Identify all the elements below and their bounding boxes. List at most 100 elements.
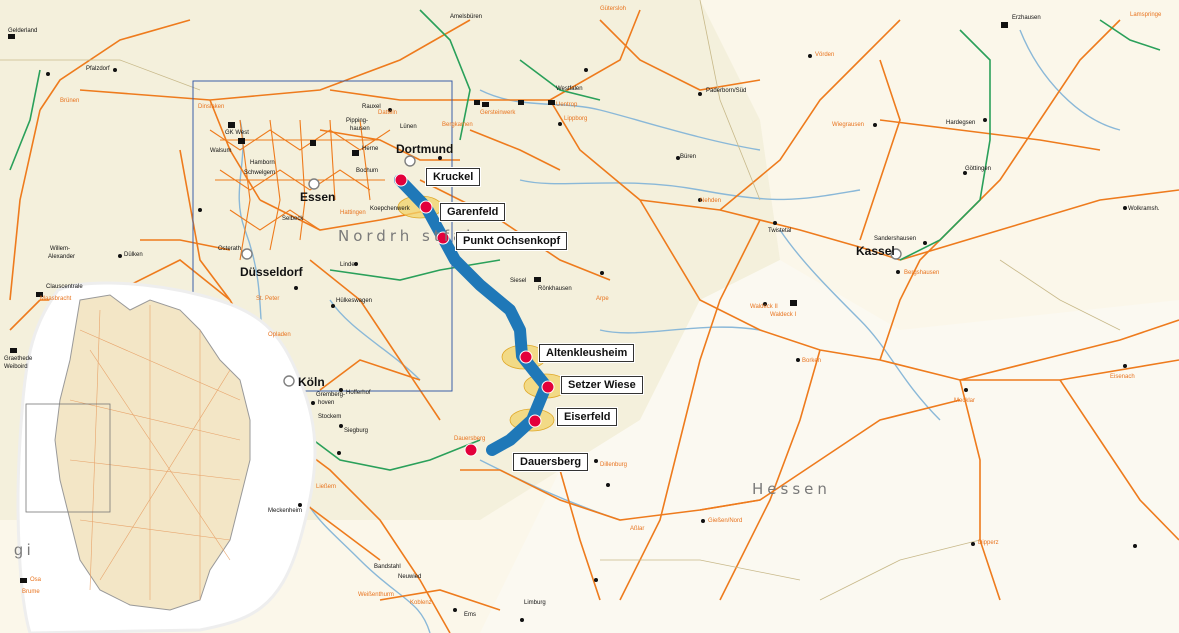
place-westfalen: Westfalen [556, 86, 583, 92]
place-wiegrausen: Wiegrausen [832, 122, 865, 128]
place-liessem: Ließem [316, 484, 337, 490]
place-hueckeswagen: Hülkeswagen [336, 298, 373, 304]
place-bergkamen: Bergkamen [442, 122, 473, 128]
place-voerden: Vörden [815, 52, 835, 58]
place-pipping: Pipping- [346, 118, 369, 124]
place-dipperz: Dipperz [978, 540, 999, 546]
stop-garenfeld-marker [419, 200, 433, 214]
place-giessen: Gießen/Nord [708, 518, 743, 524]
stop-label-dauersberg[interactable]: Dauersberg [513, 453, 589, 471]
germany-overview-inset [16, 281, 317, 633]
stop-dauersberg-marker [464, 443, 478, 457]
place-opladen: Opladen [268, 332, 291, 338]
place-hoven: hoven [318, 400, 335, 406]
place-amelsbueren: Amelsbüren [450, 14, 483, 20]
place-guetersloh: Gütersloh [600, 6, 627, 12]
place-roenkhausen: Rönkhausen [538, 286, 572, 292]
place-erzhausen: Erzhausen [1012, 15, 1041, 21]
place-paderborn: Paderborn/Süd [706, 88, 747, 94]
place-gelderland: Gelderland [8, 28, 38, 34]
place-hamborn: Hamborn [250, 160, 275, 166]
place-duelken: Dülken [124, 252, 143, 258]
place-bandstahl: Bandstahl [374, 564, 401, 570]
place-mecklar: Mecklar [954, 398, 976, 404]
place-eisenach: Eisenach [1110, 374, 1135, 380]
inset-locator-box [25, 403, 111, 513]
place-brume: Brume [22, 589, 40, 595]
place-herne: Herne [362, 146, 379, 152]
place-graethede: Graethede [4, 356, 33, 362]
place-waldeck: Waldeck II [750, 304, 778, 310]
place-gersteinwerk: Gersteinwerk [480, 110, 516, 116]
place-lippborg: Lippborg [564, 116, 588, 122]
place-weissenthurm: Weißenthurm [358, 592, 394, 598]
stop-label-setzer-wiese[interactable]: Setzer Wiese [561, 376, 643, 394]
place-bruenen: Brünen [60, 98, 80, 104]
place-datteln: Datteln [378, 110, 398, 116]
city-kassel[interactable]: Kassel [856, 244, 895, 258]
ruhr-grid-cluster [209, 119, 391, 261]
transmission-lines-orange [9, 9, 1179, 633]
place-alexander: Alexander [48, 254, 76, 260]
place-linde: Linde [340, 262, 355, 268]
regional-lines [0, 0, 1121, 601]
place-limburg: Limburg [524, 600, 546, 606]
place-koblenz: Koblenz [410, 600, 432, 606]
place-neuwied: Neuwied [398, 574, 422, 580]
city-koeln[interactable]: Köln [298, 375, 325, 389]
place-wolkramsh: Wolkramsh. [1128, 206, 1160, 212]
place-meckenheim: Meckenheim [268, 508, 303, 514]
place-schwelgern: Schwelgern [244, 170, 276, 176]
place-uentrop: Uentrop [556, 102, 578, 108]
place-pfalzdorf: Pfalzdorf [86, 66, 110, 72]
junction-dots [46, 54, 1137, 622]
place-maasbracht: Maasbracht [40, 296, 72, 302]
place-claus: Clauscentrale [46, 284, 83, 290]
place-stpeter: St. Peter [256, 296, 280, 302]
place-goettingen: Göttingen [965, 166, 992, 172]
place-osa: Osa [30, 577, 42, 583]
place-weiboird: Weiboird [4, 364, 28, 370]
place-gkwest: GK West [225, 130, 249, 136]
place-hattingen: Hattingen [340, 210, 366, 216]
hessen-area [480, 260, 1179, 633]
place-bueren: Büren [680, 154, 697, 160]
place-dillenburg: Dillenburg [600, 462, 628, 468]
place-willem: Willem- [50, 246, 70, 252]
stop-label-eiserfeld[interactable]: Eiserfeld [557, 408, 618, 426]
stop-eiserfeld-marker [528, 414, 542, 428]
stop-ochsenkopf-marker [436, 231, 450, 245]
ruhr-inset-frame [192, 80, 453, 392]
place-siesel: Siesel [510, 278, 527, 284]
place-walsum: Walsum [210, 148, 232, 154]
region-label-hessen: Hessen [752, 480, 831, 498]
place-siegburg: Siegburg [344, 428, 369, 434]
stop-label-altenkleusheim[interactable]: Altenkleusheim [539, 344, 635, 362]
place-rauxel: Rauxel [362, 104, 381, 110]
place-gi-fragment: gi [14, 542, 35, 559]
transmission-lines-green [9, 9, 1161, 471]
place-hardegsen: Hardegsen [946, 120, 976, 126]
stop-label-garenfeld[interactable]: Garenfeld [440, 203, 506, 221]
stop-label-kruckel[interactable]: Kruckel [426, 168, 481, 186]
place-dinslaken: Dinslaken [198, 104, 225, 110]
stop-kruckel-marker [394, 173, 408, 187]
place-luenen: Lünen [400, 124, 417, 130]
stop-label-ochsenkopf[interactable]: Punkt Ochsenkopf [456, 232, 568, 250]
city-duesseldorf[interactable]: Düsseldorf [240, 265, 303, 279]
stop-setzer-wiese-marker [541, 380, 555, 394]
place-sandershausen: Sandershausen [874, 236, 917, 242]
place-twistetal: Twistetal [768, 228, 792, 234]
city-markers [241, 155, 902, 387]
place-nehden: Nehden [700, 198, 722, 204]
place-osterath: Osterath [218, 246, 242, 252]
place-lamspringe: Lamspringe [1130, 12, 1162, 18]
place-dauersberg-small: Dauersberg [454, 436, 486, 442]
place-asslar: Aßlar [630, 526, 645, 532]
route-stop-markers [394, 173, 555, 457]
place-koepchenwerk: Koepchenwerk [370, 206, 410, 212]
city-dortmund[interactable]: Dortmund [396, 142, 454, 156]
city-essen[interactable]: Essen [300, 190, 336, 204]
